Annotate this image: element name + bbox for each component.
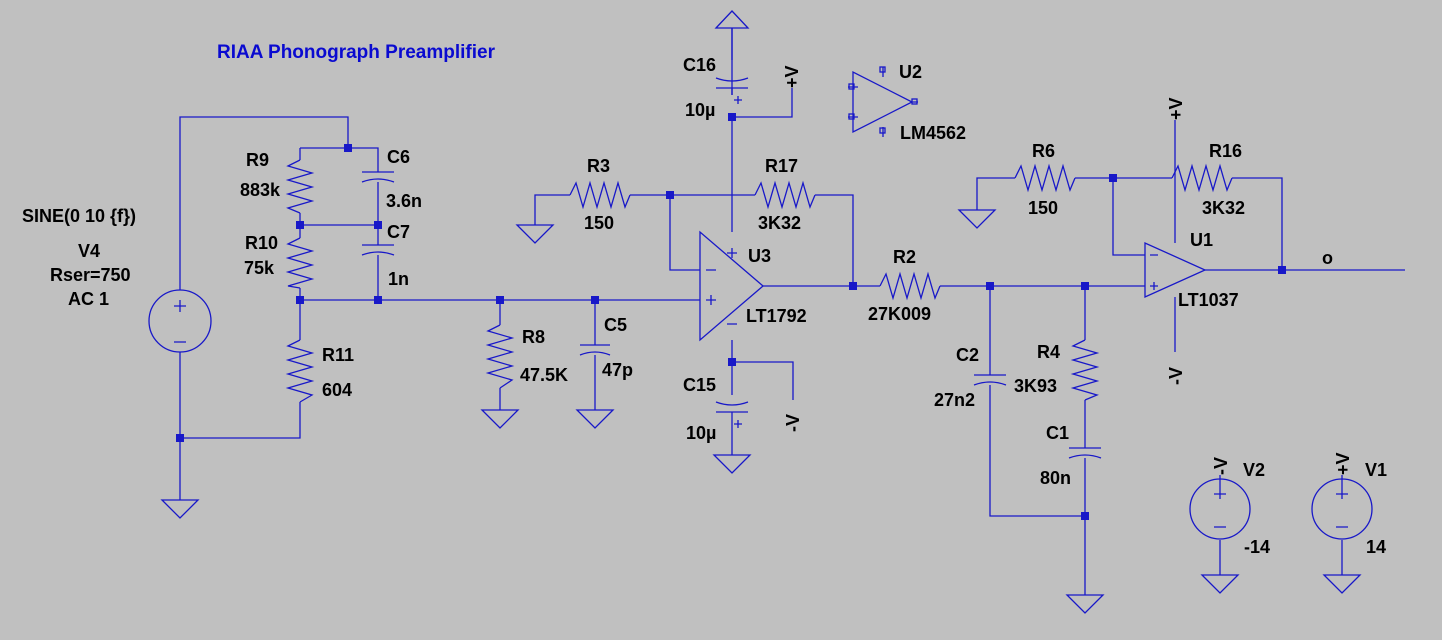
R4-ref: R4 bbox=[1037, 342, 1060, 362]
C5-ref: C5 bbox=[604, 315, 627, 335]
C5-value: 47p bbox=[602, 360, 633, 380]
u1-supply-pos: +V bbox=[1166, 97, 1186, 120]
wires-input bbox=[179, 116, 700, 500]
source-rser: Rser=750 bbox=[50, 265, 131, 285]
V1-ref: V1 bbox=[1365, 460, 1387, 480]
C1-ref: C1 bbox=[1046, 423, 1069, 443]
C2-value: 27n2 bbox=[934, 390, 975, 410]
resistor-R10[interactable] bbox=[285, 237, 315, 289]
ground-c5 bbox=[576, 409, 614, 429]
source-ac: AC 1 bbox=[68, 289, 109, 309]
supply-flag-c16 bbox=[714, 10, 750, 29]
C6-ref: C6 bbox=[387, 147, 410, 167]
R8-value: 47.5K bbox=[520, 365, 568, 385]
U3-value: LT1792 bbox=[746, 306, 807, 326]
capacitor-C2[interactable] bbox=[973, 374, 1007, 386]
C16-ref: C16 bbox=[683, 55, 716, 75]
R9-ref: R9 bbox=[246, 150, 269, 170]
capacitor-C16[interactable] bbox=[715, 77, 749, 104]
opamp-U3[interactable] bbox=[699, 230, 764, 342]
wires-rc bbox=[940, 285, 1145, 595]
R17-ref: R17 bbox=[765, 156, 798, 176]
C1-value: 80n bbox=[1040, 468, 1071, 488]
R4-value: 3K93 bbox=[1014, 376, 1057, 396]
wires-supplies bbox=[1219, 475, 1343, 575]
resistor-R9[interactable] bbox=[285, 159, 315, 214]
resistor-R11[interactable] bbox=[285, 339, 315, 403]
c15-supply-label: -V bbox=[783, 414, 803, 432]
C16-value: 10µ bbox=[685, 100, 715, 120]
U1-ref: U1 bbox=[1190, 230, 1213, 250]
ground-v1 bbox=[1323, 574, 1361, 594]
ground-c1 bbox=[1066, 594, 1104, 614]
resistor-R2[interactable] bbox=[879, 271, 941, 301]
u1-supply-neg: -V bbox=[1166, 367, 1186, 385]
R3-value: 150 bbox=[584, 213, 614, 233]
capacitor-C7[interactable] bbox=[361, 244, 395, 263]
wires-u1 bbox=[976, 120, 1405, 352]
resistor-R3[interactable] bbox=[569, 180, 631, 210]
source-spec: SINE(0 10 {f}) bbox=[22, 206, 136, 226]
R9-value: 883k bbox=[240, 180, 281, 200]
C15-ref: C15 bbox=[683, 375, 716, 395]
R10-ref: R10 bbox=[245, 233, 278, 253]
R6-value: 150 bbox=[1028, 198, 1058, 218]
R17-value: 3K32 bbox=[758, 213, 801, 233]
ground-r3 bbox=[516, 224, 554, 244]
C2-ref: C2 bbox=[956, 345, 979, 365]
capacitor-C5[interactable] bbox=[579, 344, 611, 356]
V1-value: 14 bbox=[1366, 537, 1386, 557]
V2-ref: V2 bbox=[1243, 460, 1265, 480]
U1-value: LT1037 bbox=[1178, 290, 1239, 310]
U3-ref: U3 bbox=[748, 246, 771, 266]
opamp-U1[interactable] bbox=[1144, 241, 1207, 299]
v1-net-label: +V bbox=[1333, 452, 1353, 475]
ground-c15 bbox=[713, 454, 751, 474]
capacitor-C15[interactable] bbox=[715, 401, 749, 432]
R16-value: 3K32 bbox=[1202, 198, 1245, 218]
c16-supply-label: +V bbox=[782, 65, 802, 88]
resistor-R6[interactable] bbox=[1014, 163, 1076, 193]
v2-net-label: -V bbox=[1211, 457, 1231, 475]
C6-value: 3.6n bbox=[386, 191, 422, 211]
U2-ref: U2 bbox=[899, 62, 922, 82]
schematic-title: RIAA Phonograph Preamplifier bbox=[217, 42, 496, 63]
R6-ref: R6 bbox=[1032, 141, 1055, 161]
resistor-R16[interactable] bbox=[1171, 163, 1233, 193]
resistor-R17[interactable] bbox=[754, 180, 816, 210]
ground-v4 bbox=[161, 499, 199, 519]
ground-v2 bbox=[1201, 574, 1239, 594]
U2-value: LM4562 bbox=[900, 123, 966, 143]
ground-r6 bbox=[958, 209, 996, 229]
junctions bbox=[176, 113, 1286, 520]
source-V1[interactable] bbox=[1311, 478, 1373, 540]
resistor-R4[interactable] bbox=[1070, 339, 1100, 401]
C7-value: 1n bbox=[388, 269, 409, 289]
capacitor-C1[interactable] bbox=[1068, 447, 1102, 460]
capacitor-C6[interactable] bbox=[361, 171, 395, 190]
R11-value: 604 bbox=[322, 380, 352, 400]
wires-u3 bbox=[534, 28, 880, 455]
R2-value: 27K009 bbox=[868, 304, 931, 324]
output-net-label: o bbox=[1322, 248, 1333, 268]
resistor-R8[interactable] bbox=[485, 324, 515, 389]
C7-ref: C7 bbox=[387, 222, 410, 242]
R11-ref: R11 bbox=[322, 345, 354, 365]
R8-ref: R8 bbox=[522, 327, 545, 347]
R3-ref: R3 bbox=[587, 156, 610, 176]
R10-value: 75k bbox=[244, 258, 275, 278]
R16-ref: R16 bbox=[1209, 141, 1242, 161]
source-V4[interactable] bbox=[148, 289, 212, 353]
ground-r8 bbox=[481, 409, 519, 429]
C15-value: 10µ bbox=[686, 423, 716, 443]
opamp-U2[interactable] bbox=[848, 66, 918, 137]
source-V2[interactable] bbox=[1189, 478, 1251, 540]
R2-ref: R2 bbox=[893, 247, 916, 267]
V2-value: -14 bbox=[1244, 537, 1270, 557]
source-ref: V4 bbox=[78, 241, 100, 261]
